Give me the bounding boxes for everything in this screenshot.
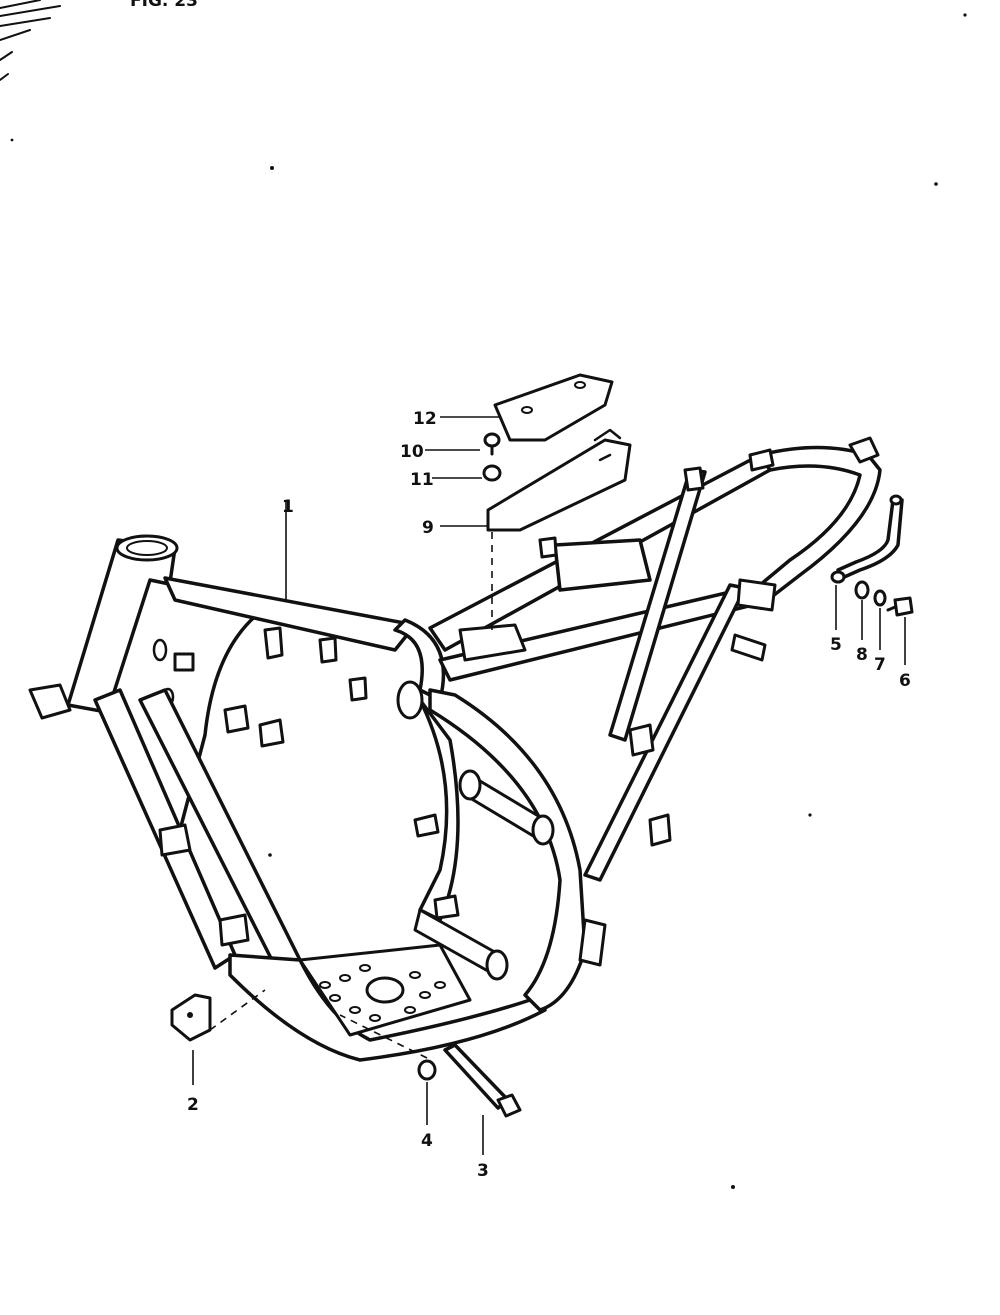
part-2-plate [170, 989, 266, 1042]
callout-3: 3 [477, 1161, 489, 1181]
callout-10: 10 [400, 442, 424, 462]
part-12-cover [493, 373, 614, 442]
part-9-bracket [486, 438, 632, 532]
callout-5: 5 [830, 635, 842, 655]
main-frame [28, 436, 882, 1062]
callout-7: 7 [874, 655, 886, 675]
callout-8: 8 [856, 645, 868, 665]
part-7-washer [873, 589, 887, 607]
part-10-screw [483, 432, 501, 456]
part-11-washer [482, 464, 502, 482]
callout-4: 4 [421, 1131, 433, 1151]
callout-2: 2 [187, 1095, 199, 1115]
callout-6: 6 [899, 671, 911, 691]
figure-label: FIG. 23 [130, 0, 198, 11]
skid-plate-holes [319, 964, 446, 1022]
part-3-bolt [443, 1043, 522, 1118]
callout-12: 12 [413, 409, 437, 429]
callout-11: 11 [410, 470, 434, 490]
callout-leaders [192, 416, 906, 1155]
part-8-washer [854, 580, 870, 600]
callout-1: 1 [282, 497, 294, 517]
scan-noise [0, 0, 967, 1189]
part-4-washer [417, 1059, 437, 1081]
callout-labels: 1 2 3 4 5 6 7 8 9 10 11 12 [187, 409, 911, 1181]
part-6-bolt [886, 596, 914, 617]
callout-9: 9 [422, 518, 434, 538]
